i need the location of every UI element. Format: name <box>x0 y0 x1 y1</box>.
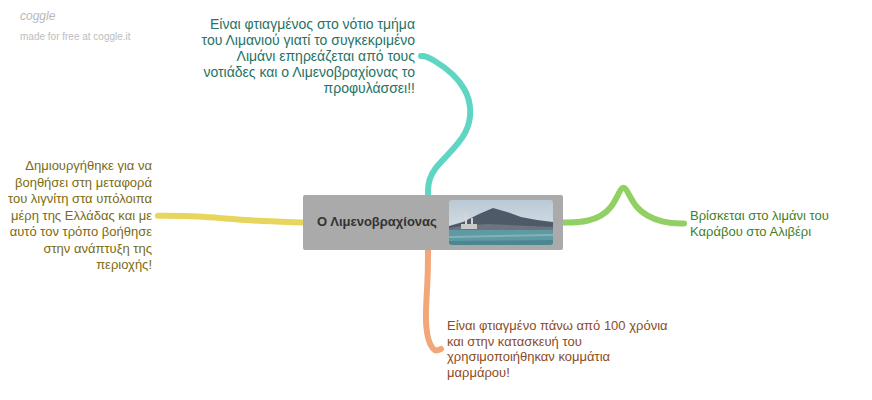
watermark-note: made for free at coggle.it <box>20 31 131 42</box>
watermark: coggle <box>20 9 55 23</box>
hill <box>449 224 553 231</box>
branch-line <box>421 56 470 195</box>
harbour-photo <box>449 200 553 245</box>
topic-title: Ο Λιμενοβραχίονας <box>317 214 437 230</box>
branch-text: Βρίσκεται στο λιμάνι του Καράβου στο Αλι… <box>690 208 858 239</box>
branch-text: Δημιουργήθηκε για να βοηθήσει στη μεταφο… <box>4 158 152 274</box>
branch-text: Είναι φτιαγμένο πάνω από 100 χρόνια και … <box>447 318 675 380</box>
branch-topic: Δημιουργήθηκε για να βοηθήσει στη μεταφο… <box>4 158 152 274</box>
wave <box>449 240 553 245</box>
building <box>461 224 477 229</box>
photo-content <box>449 200 553 245</box>
sea <box>449 230 553 245</box>
branch-topic: Βρίσκεται στο λιμάνι του Καράβου στο Αλι… <box>690 208 858 239</box>
branch-text: Είναι φτιαγμένος στο νότιο τμήμα του Λιμ… <box>198 16 415 96</box>
wave <box>449 234 553 238</box>
mountain <box>449 208 553 230</box>
branch-topic: Είναι φτιαγμένος στο νότιο τμήμα του Λιμ… <box>198 16 415 96</box>
branch-line <box>563 188 684 224</box>
sky <box>449 200 553 245</box>
branch-line <box>158 216 303 223</box>
branch-line <box>426 250 441 351</box>
branch-topic: Είναι φτιαγμένο πάνω από 100 χρόνια και … <box>447 318 675 380</box>
